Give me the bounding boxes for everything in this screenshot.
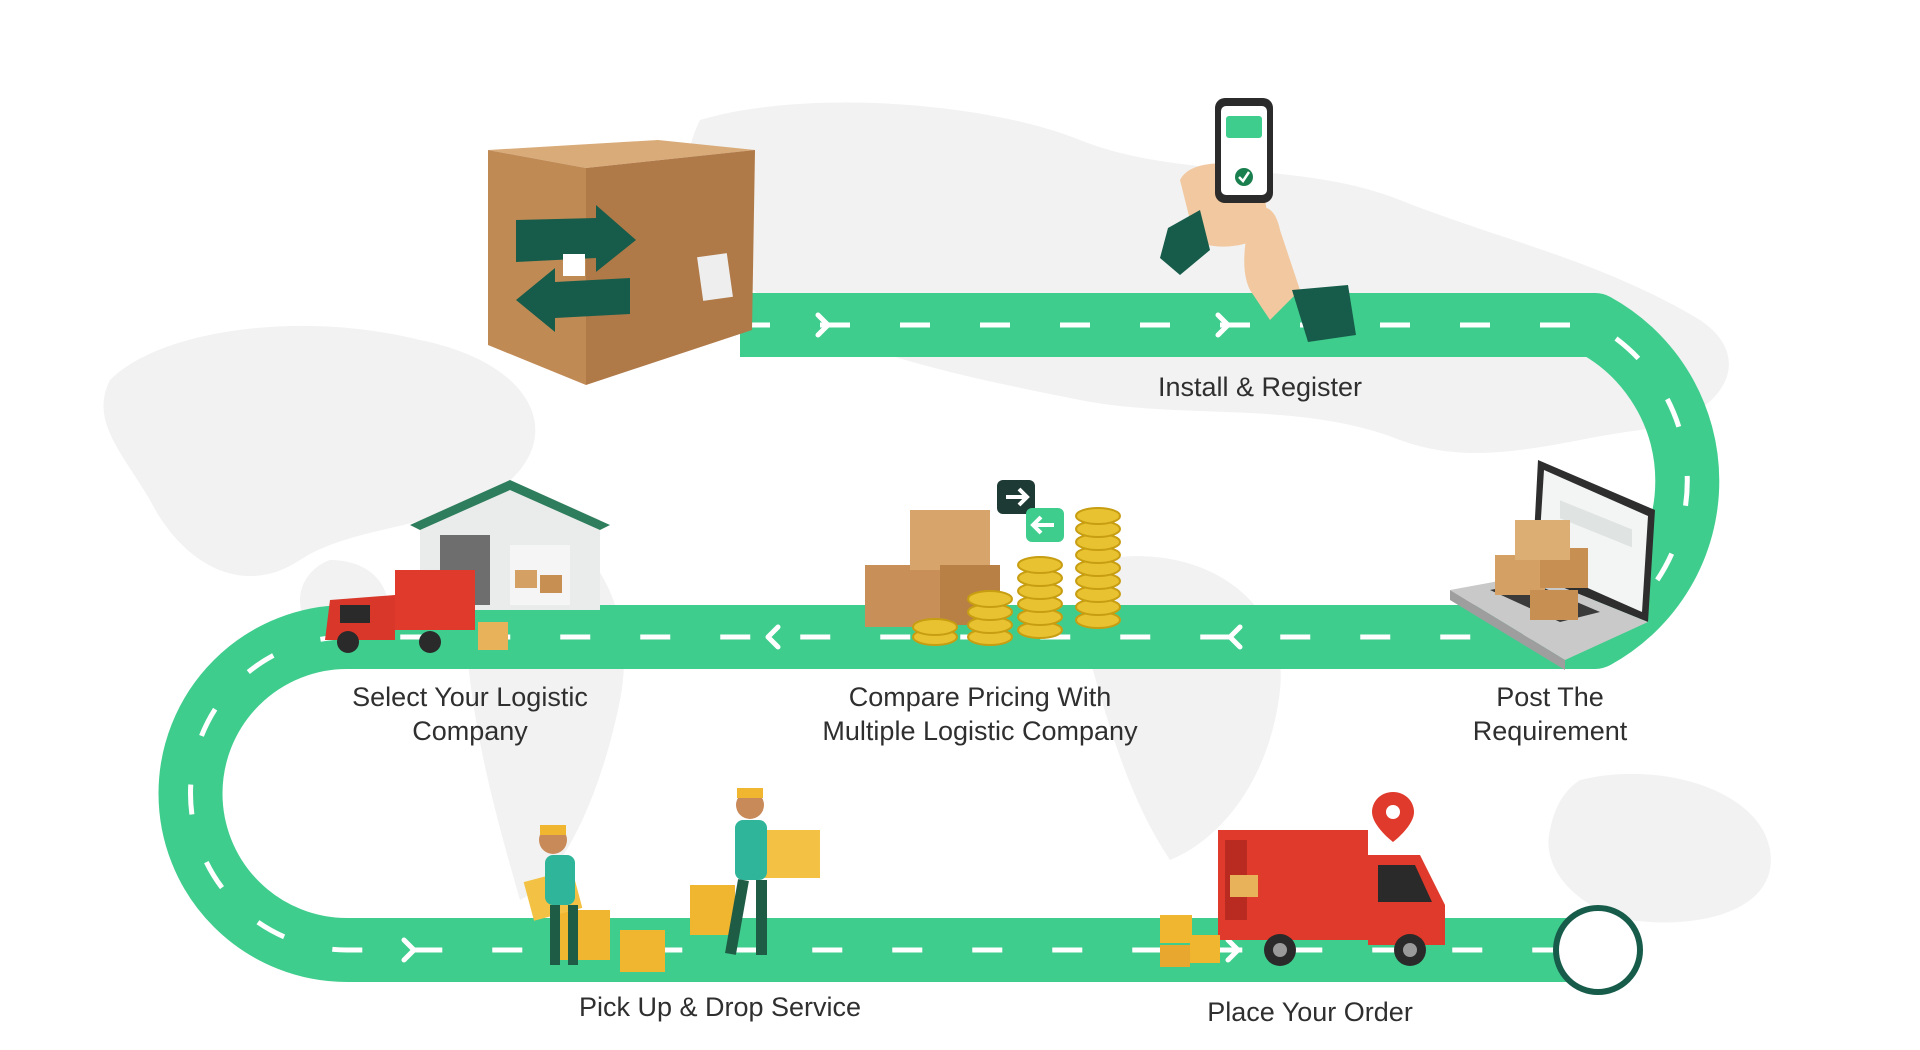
step-label-post: Post The Requirement [1472,682,1628,746]
laptop-boxes-icon [1450,460,1655,670]
delivery-workers-icon [523,788,820,972]
coins-boxes-icon [865,480,1121,646]
chevron-left-icon [1227,624,1243,650]
chevron-right-icon [1215,312,1231,338]
step-label-pickup: Pick Up & Drop Service [578,992,862,1022]
direction-chevrons [401,312,1243,963]
step-label-install: Install & Register [1157,372,1363,402]
step-label-select: Select Your Logistic Company [352,682,588,746]
chevron-right-icon [401,937,417,963]
red-truck-icon [1160,792,1445,967]
phone-register-icon [1160,98,1356,342]
chevron-right-icon [815,312,831,338]
step-label-order: Place Your Order [1207,997,1413,1027]
winding-road [158,293,1720,982]
step-label-compare: Compare Pricing With Multiple Logistic C… [822,682,1138,746]
parcel-box-icon [488,140,755,385]
warehouse-truck-icon [325,480,610,653]
chevron-right-icon [1225,937,1241,963]
chevron-left-icon [765,624,781,650]
end-circle-icon [1553,905,1643,995]
